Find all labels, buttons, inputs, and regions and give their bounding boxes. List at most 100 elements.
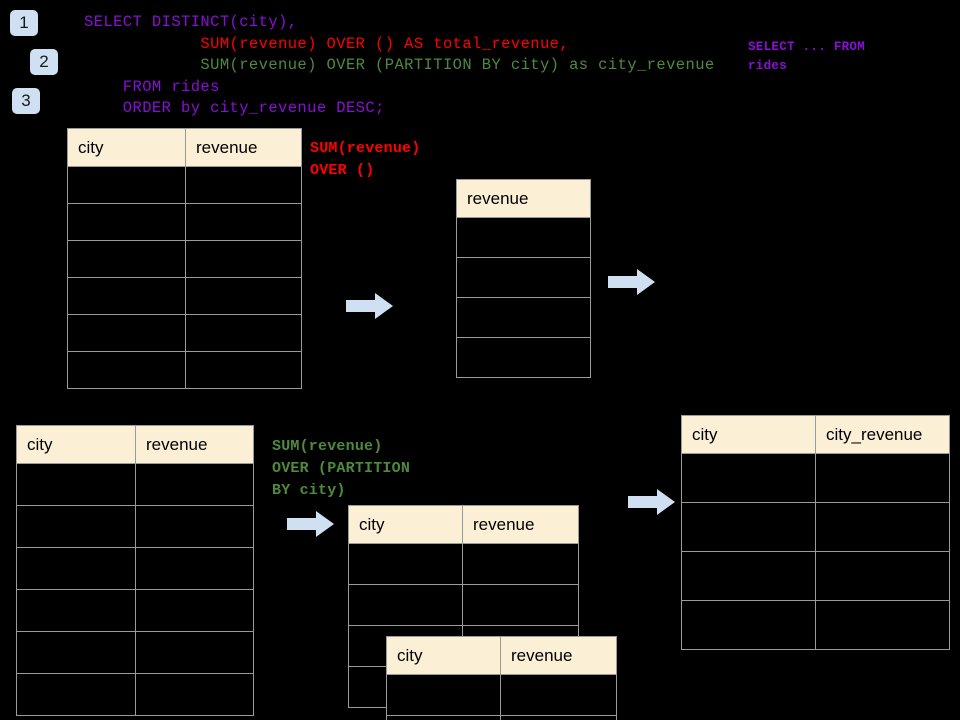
total-revenue-annotation: SUM(revenue) OVER ()	[310, 140, 421, 179]
column-header: city	[67, 128, 186, 167]
table-cell	[16, 589, 136, 632]
table-cell	[456, 217, 591, 258]
table-row	[16, 505, 254, 548]
arrow-total-to-result	[608, 267, 656, 297]
table-cell	[456, 337, 591, 378]
table-row	[386, 715, 617, 720]
column-header: city	[16, 425, 136, 464]
table-cell	[135, 505, 254, 548]
table-row	[67, 166, 302, 204]
table-cell	[16, 547, 136, 590]
step-badge-2: 2	[30, 49, 58, 75]
table-header-row: revenue	[456, 179, 591, 218]
column-header: city	[386, 636, 501, 675]
table-row	[386, 674, 617, 716]
table-cell	[815, 600, 950, 650]
table-cell	[681, 551, 816, 601]
table-cell	[815, 453, 950, 503]
sql-line-5: ORDER by city_revenue DESC;	[84, 99, 385, 117]
arrow-source-to-total	[346, 291, 394, 321]
column-header: revenue	[462, 505, 579, 544]
column-header: city	[681, 415, 816, 454]
table-row	[16, 673, 254, 716]
table-cell	[16, 463, 136, 506]
table-cell	[815, 551, 950, 601]
table-cell	[185, 203, 302, 241]
table-cell	[348, 543, 463, 585]
sql-line-1: SELECT DISTINCT(city),	[84, 13, 298, 31]
table-row	[348, 584, 579, 626]
table-cell	[500, 674, 617, 716]
column-header: revenue	[135, 425, 254, 464]
arrow-source-to-partition	[287, 509, 335, 539]
table-cell	[185, 351, 302, 389]
sql-line-3: SUM(revenue) OVER (PARTITION BY city) as…	[84, 56, 715, 74]
table-row	[67, 203, 302, 241]
table-cell	[67, 351, 186, 389]
table-cell	[185, 240, 302, 278]
table-cell	[386, 715, 501, 720]
table-cell	[500, 715, 617, 720]
column-header: city	[348, 505, 463, 544]
total-revenue-table: revenue	[456, 179, 591, 378]
table-row	[681, 502, 950, 552]
table-row	[681, 551, 950, 601]
table-row	[16, 589, 254, 632]
table-cell	[135, 673, 254, 716]
table-row	[67, 240, 302, 278]
column-header: revenue	[456, 179, 591, 218]
table-cell	[456, 257, 591, 298]
table-row	[681, 453, 950, 503]
table-cell	[135, 589, 254, 632]
table-cell	[386, 674, 501, 716]
table-row	[16, 631, 254, 674]
table-cell	[185, 314, 302, 352]
table-row	[348, 543, 579, 585]
table-cell	[681, 600, 816, 650]
column-header: revenue	[185, 128, 302, 167]
step-badge-1: 1	[10, 10, 38, 36]
table-row	[681, 600, 950, 650]
table-cell	[462, 543, 579, 585]
table-cell	[681, 453, 816, 503]
select-from-rides-note: SELECT ... FROM rides	[748, 40, 866, 73]
table-cell	[16, 505, 136, 548]
table-cell	[67, 166, 186, 204]
table-row	[67, 277, 302, 315]
table-cell	[815, 502, 950, 552]
table-cell	[185, 166, 302, 204]
step-badge-3: 3	[12, 88, 40, 114]
table-cell	[16, 673, 136, 716]
column-header: city_revenue	[815, 415, 950, 454]
table-cell	[67, 240, 186, 278]
table-cell	[681, 502, 816, 552]
table-cell	[456, 297, 591, 338]
sql-line-4: FROM rides	[84, 77, 220, 96]
table-cell	[185, 277, 302, 315]
column-header: revenue	[500, 636, 617, 675]
table-row	[16, 547, 254, 590]
table-cell	[67, 277, 186, 315]
table-row	[456, 337, 591, 378]
table-row	[16, 463, 254, 506]
table-cell	[135, 547, 254, 590]
table-row	[67, 314, 302, 352]
table-row	[67, 351, 302, 389]
table-cell	[135, 463, 254, 506]
sql-line-2: SUM(revenue) OVER () AS total_revenue,	[84, 34, 570, 53]
table-row	[456, 297, 591, 338]
table-cell	[135, 631, 254, 674]
table-cell	[348, 584, 463, 626]
table-cell	[67, 203, 186, 241]
table-cell	[67, 314, 186, 352]
